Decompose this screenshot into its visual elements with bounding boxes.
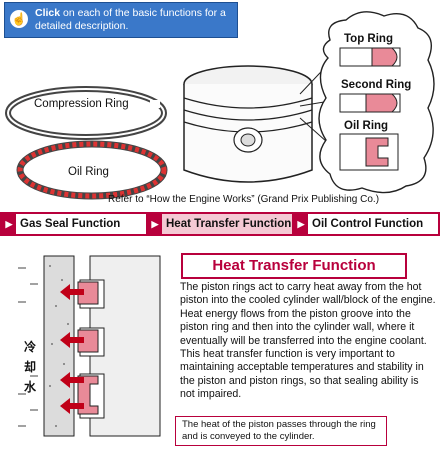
tab-label: Oil Control Function — [312, 218, 424, 230]
click-instruction-box: ☝ Click on each of the basic functions f… — [4, 2, 238, 38]
coolant-char: 冷 — [24, 340, 37, 354]
tab-arrow-icon: ▶ — [294, 214, 308, 234]
oil-ring-left-label: Oil Ring — [68, 166, 109, 178]
top-ring-label: Top Ring — [344, 33, 393, 45]
top-ring-segment — [339, 47, 401, 67]
function-tabs: ▶ Gas Seal Function ▶ Heat Transfer Func… — [0, 212, 440, 236]
section-description: The piston rings act to carry heat away … — [180, 281, 436, 401]
tab-heat-transfer-function[interactable]: ▶ Heat Transfer Function — [148, 214, 292, 234]
coolant-char: 却 — [24, 360, 37, 374]
pointing-hand-icon: ☝ — [10, 10, 28, 28]
coolant-char: 水 — [24, 380, 37, 394]
second-ring-label: Second Ring — [341, 79, 412, 91]
tab-label: Heat Transfer Function — [166, 218, 292, 230]
compression-ring-label: Compression Ring — [34, 98, 129, 110]
tab-arrow-icon: ▶ — [2, 214, 16, 234]
tab-arrow-icon: ▶ — [148, 214, 162, 234]
click-keyword: Click — [35, 7, 61, 19]
tab-gas-seal-function[interactable]: ▶ Gas Seal Function — [2, 214, 146, 234]
second-ring-segment — [339, 93, 401, 113]
oil-ring-right-label: Oil Ring — [344, 120, 389, 132]
piston-shape — [183, 65, 313, 183]
piston-illustration — [5, 11, 435, 200]
section-title: Heat Transfer Function — [181, 253, 407, 279]
heat-note-callout: The heat of the piston passes through th… — [175, 416, 387, 446]
heat-arrow-icon — [60, 284, 84, 414]
tab-oil-control-function[interactable]: ▶ Oil Control Function — [294, 214, 438, 234]
oil-ring-segment — [339, 133, 399, 171]
tab-label: Gas Seal Function — [20, 218, 121, 230]
click-instruction-text: Click on each of the basic functions for… — [35, 7, 235, 33]
heat-transfer-diagram — [14, 255, 161, 437]
figure-caption: Refer to “How the Engine Works” (Grand P… — [108, 194, 380, 205]
click-instruction-rest: on each of the basic functions for a det… — [35, 7, 226, 32]
piston-ring-figure: ☝ Click on each of the basic functions f… — [0, 0, 440, 208]
